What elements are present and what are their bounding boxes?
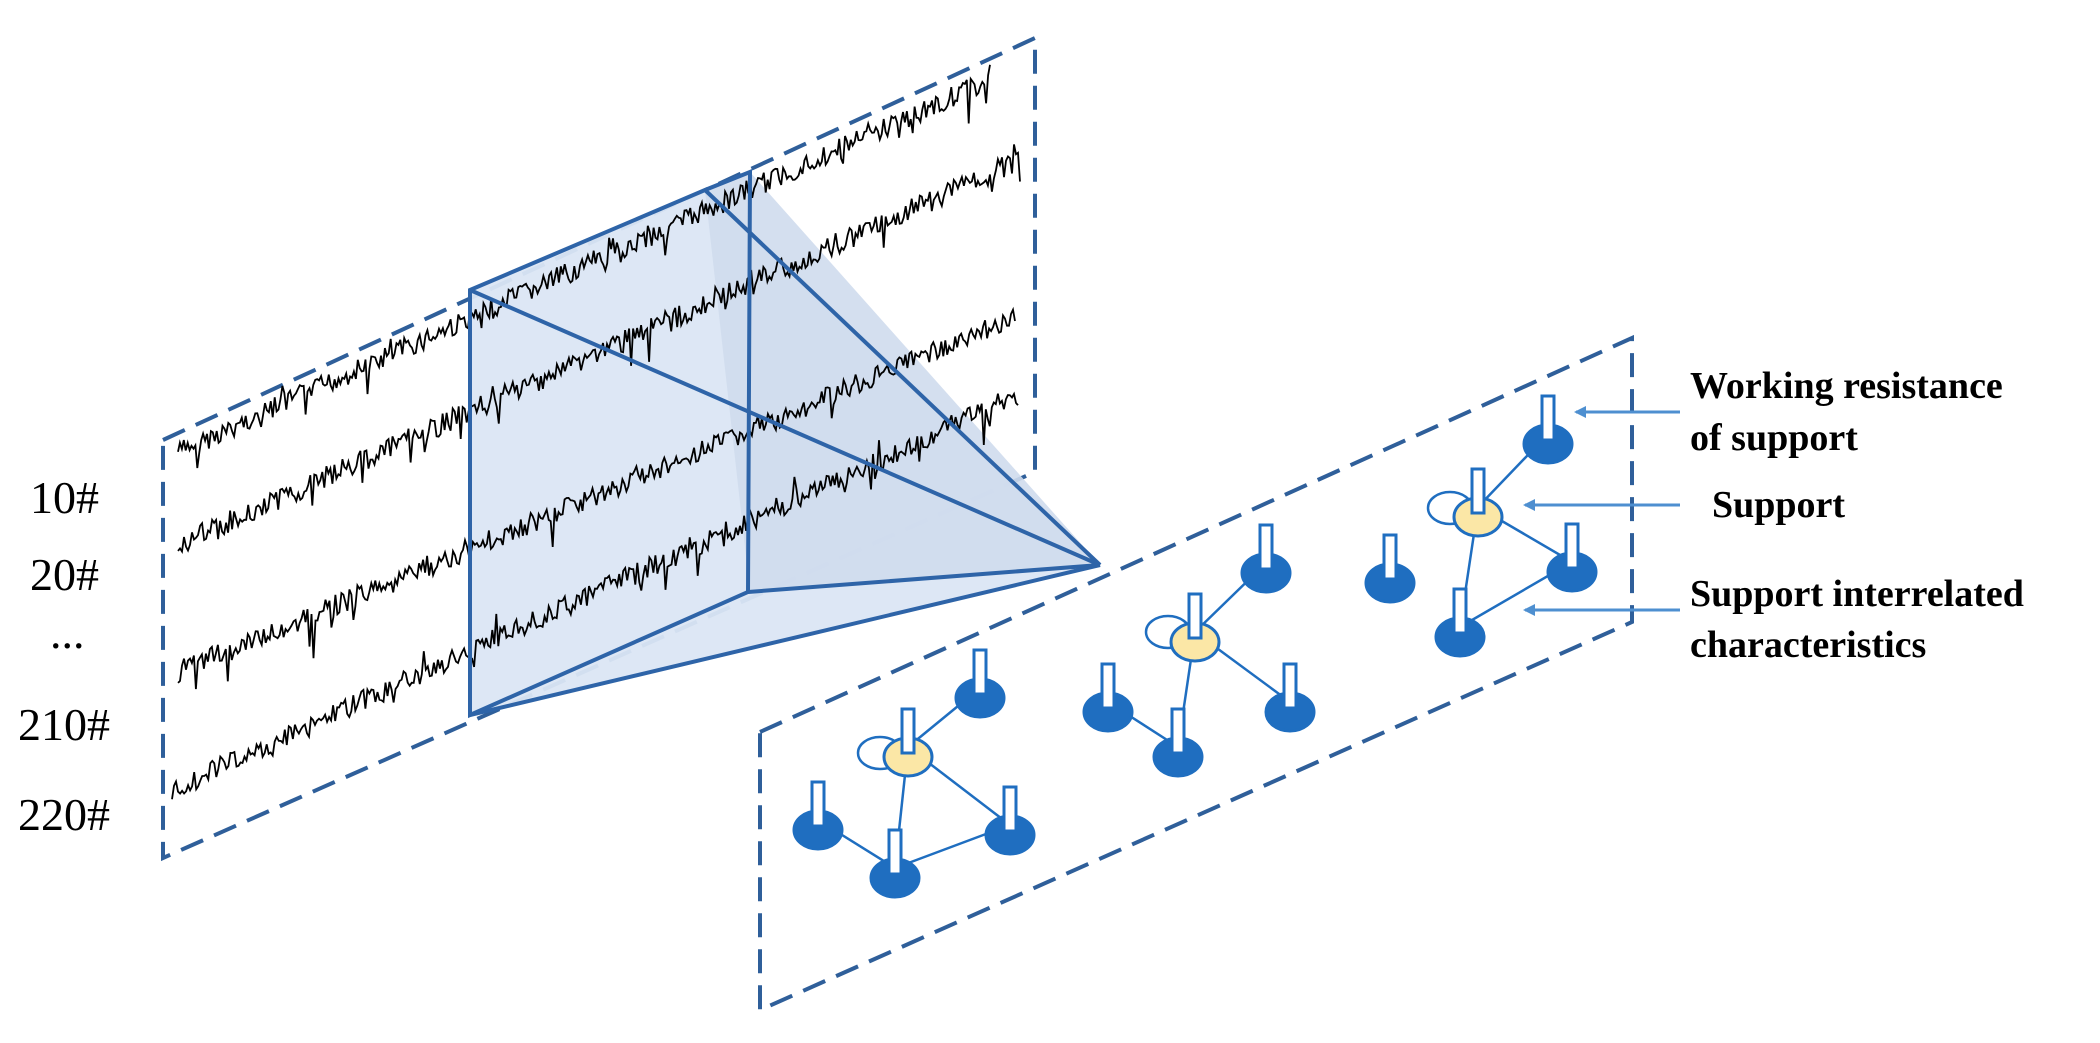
signal-trace bbox=[177, 144, 1021, 555]
support-node-icon bbox=[954, 648, 1006, 719]
support-node-icon bbox=[1240, 523, 1292, 594]
support-node-icon bbox=[882, 707, 934, 778]
signal-trace bbox=[177, 64, 991, 469]
row-label: ... bbox=[50, 607, 85, 658]
support-node-icon bbox=[1082, 662, 1134, 733]
callout-arrows bbox=[1523, 406, 1680, 616]
time-series-panel bbox=[161, 34, 1037, 862]
support-node-icon bbox=[1522, 394, 1574, 465]
row-label: 210# bbox=[18, 699, 110, 750]
callout-labels: Working resistance of support Support Su… bbox=[1690, 365, 2024, 666]
support-node-icon bbox=[1152, 707, 1204, 778]
support-node-icon bbox=[869, 828, 921, 899]
signal-trace bbox=[171, 391, 1019, 800]
projection-pyramid bbox=[470, 172, 1100, 715]
support-node-icon bbox=[984, 785, 1036, 856]
support-network-panel bbox=[758, 334, 1634, 1014]
row-label: 20# bbox=[30, 549, 99, 600]
support-node-icon bbox=[1364, 533, 1416, 604]
callout-interrelated: characteristics bbox=[1690, 624, 1926, 666]
projection-pyramid-edges bbox=[468, 169, 1102, 719]
signal-trace bbox=[177, 306, 1016, 690]
callout-support: Support bbox=[1712, 484, 1845, 526]
callout-working-resistance: Working resistance bbox=[1690, 365, 2003, 407]
row-label: 220# bbox=[18, 789, 110, 840]
row-labels: 10# 20# ... 210# 220# bbox=[18, 472, 110, 840]
support-network bbox=[792, 394, 1598, 899]
support-node-icon bbox=[1452, 467, 1504, 538]
support-cluster bbox=[792, 648, 1036, 899]
support-node-icon bbox=[1546, 522, 1598, 593]
signal-traces bbox=[171, 64, 1021, 800]
support-node-icon bbox=[1169, 592, 1221, 663]
callout-interrelated: Support interrelated bbox=[1690, 573, 2024, 615]
support-node-icon bbox=[792, 780, 844, 851]
support-node-icon bbox=[1264, 662, 1316, 733]
row-label: 10# bbox=[30, 472, 99, 523]
callout-working-resistance: of support bbox=[1690, 417, 1858, 459]
support-cluster bbox=[1364, 394, 1598, 658]
support-cluster bbox=[1082, 523, 1316, 778]
support-node-icon bbox=[1434, 587, 1486, 658]
